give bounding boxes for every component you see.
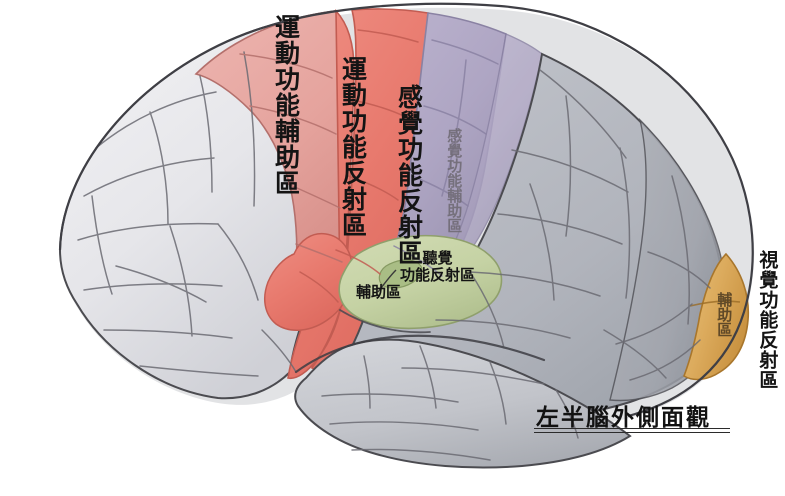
temporal-lobe [294, 338, 632, 469]
auditory-label-line1: 聽覺 [422, 249, 453, 267]
region-label-motor-reflex: 運動功能反射區 [338, 56, 368, 238]
caption-underline-top [534, 428, 730, 429]
region-label-visual-supplementary: 輔助區 [715, 292, 734, 337]
visual-pole-sulcus [689, 300, 741, 307]
auditory-label-line2: 功能反射區 [400, 265, 476, 284]
region-label-auditory-reflex: 聽覺 功能反射區 [400, 250, 475, 284]
figure-caption: 左半腦外側面觀 [536, 405, 711, 431]
region-label-visual-reflex: 視覺功能反射區 [756, 250, 779, 390]
caption-underline-bottom [534, 432, 730, 433]
region-label-supplementary-sensory: 感覺功能輔助區 [445, 128, 464, 233]
brain-body [58, 2, 755, 469]
region-auditory-supplementary-shape [378, 259, 423, 289]
region-label-supplementary-motor: 運動功能輔助區 [271, 14, 301, 196]
auditory-supplementary-leader [377, 269, 397, 293]
sulci [77, 29, 711, 461]
region-label-auditory-supplementary: 輔助區 [356, 283, 402, 301]
region-auditory-reflex-shape [338, 234, 503, 330]
region-label-sensory-reflex: 感覺功能反射區 [394, 84, 424, 266]
